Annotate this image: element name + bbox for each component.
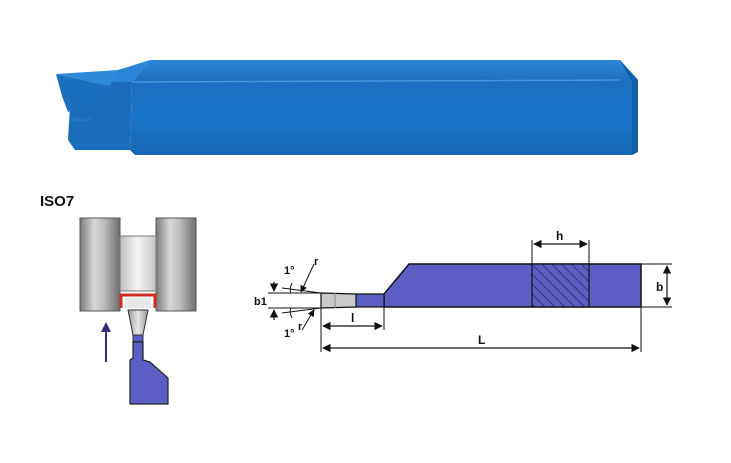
drawing-neck [355,293,385,308]
b-label: b [656,280,663,294]
L-label: L [478,333,485,347]
radius-bottom-leader [301,309,315,331]
radius-top-label: r [314,256,319,268]
standard-label: ISO7 [40,193,74,210]
tool-photo: ∞∞∞ [56,60,638,155]
shank-top-face [132,60,638,82]
shank-end-face [620,60,638,155]
tool-body-end [129,341,169,405]
drawing-shank [383,263,642,308]
workpiece [119,235,157,292]
groove-highlight [119,293,157,308]
angle-bottom-label: 1° [284,328,295,340]
dimension-drawing: h b L l b1 1° 1° r r [254,229,672,353]
feed-arrow-head [101,322,111,332]
tool-tip-end [127,309,149,336]
left-roll [79,217,121,312]
h-label: h [556,229,563,243]
angle-top-label: 1° [284,265,295,277]
tool-neck-end [132,334,144,343]
cutting-tip [56,74,110,112]
engraved-mark: ∞∞∞ [72,114,91,124]
drawing-tip [320,292,357,309]
cutting-tip-top [56,70,118,86]
right-roll [155,217,197,312]
cross-section [531,263,590,308]
shank-front-face [130,80,638,155]
l-label: l [351,311,354,325]
b1-label: b1 [254,296,267,308]
operation-sketch [79,217,197,405]
radius-bottom-label: r [298,321,303,333]
radius-top-leader [300,263,315,293]
